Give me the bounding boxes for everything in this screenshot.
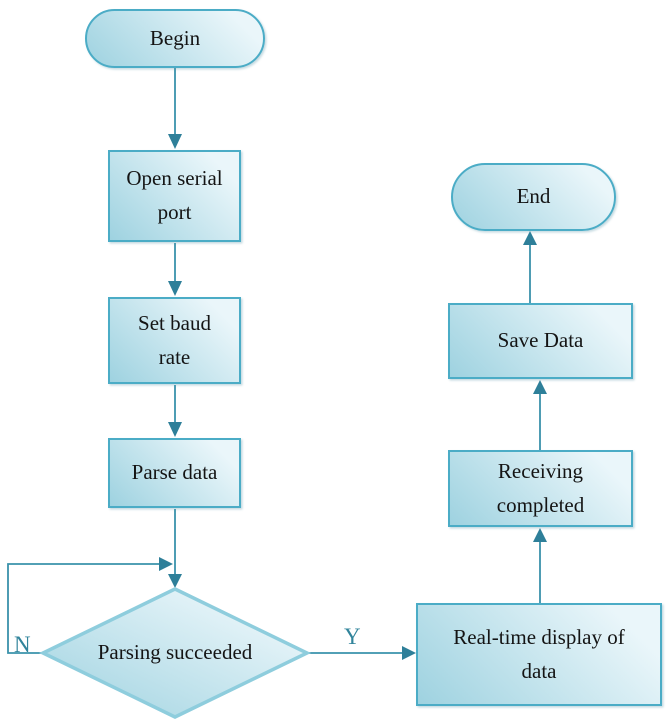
arrowhead-down-icon <box>168 134 182 149</box>
node-parse-data: Parse data <box>108 438 241 508</box>
edge-line <box>7 563 159 654</box>
node-realtime-display: Real-time display of data <box>416 603 662 706</box>
edge-parse-data-to-decision <box>168 509 182 588</box>
branch-label-no: N <box>14 632 31 657</box>
edge-open-serial-to-set-baud <box>168 243 182 296</box>
node-receiving-completed: Receiving completed <box>448 450 633 527</box>
edge-realtime-to-receiving <box>533 528 547 603</box>
node-open-serial-port: Open serial port <box>108 150 241 242</box>
edge-save-to-end <box>523 231 537 303</box>
node-realtime-display-label: Real-time display of data <box>453 624 625 683</box>
node-set-baud-rate: Set baud rate <box>108 297 241 384</box>
arrowhead-up-icon <box>523 231 537 245</box>
node-begin: Begin <box>85 9 265 68</box>
node-open-serial-port-label: Open serial port <box>126 166 223 224</box>
node-end-label: End <box>516 184 551 209</box>
arrowhead-right-icon <box>402 646 416 660</box>
edge-decision-no-loop <box>7 557 173 654</box>
arrowhead-down-icon <box>168 422 182 437</box>
edge-receiving-to-save <box>533 380 547 450</box>
node-save-data: Save Data <box>448 303 633 379</box>
arrowhead-up-icon <box>533 380 547 394</box>
node-begin-label: Begin <box>149 25 201 50</box>
branch-label-yes: Y <box>344 624 361 649</box>
node-end: End <box>451 163 616 231</box>
arrowhead-right-icon <box>159 557 173 571</box>
node-receiving-completed-label: Receiving completed <box>496 458 585 517</box>
decision-parsing-succeeded-shape <box>38 587 312 719</box>
node-parse-data-label: Parse data <box>131 460 218 485</box>
decision-parsing-succeeded-label: Parsing succeeded <box>97 640 253 665</box>
arrowhead-up-icon <box>533 528 547 542</box>
decision-parsing-succeeded-label-box: Parsing succeeded <box>43 591 307 715</box>
edge-set-baud-to-parse-data <box>168 385 182 437</box>
edge-begin-to-open-serial <box>168 68 182 149</box>
node-save-data-label: Save Data <box>497 328 584 353</box>
node-set-baud-rate-label: Set baud rate <box>138 310 211 369</box>
arrowhead-down-icon <box>168 281 182 296</box>
arrowhead-down-icon <box>168 574 182 588</box>
edge-decision-yes-to-realtime <box>307 646 416 660</box>
